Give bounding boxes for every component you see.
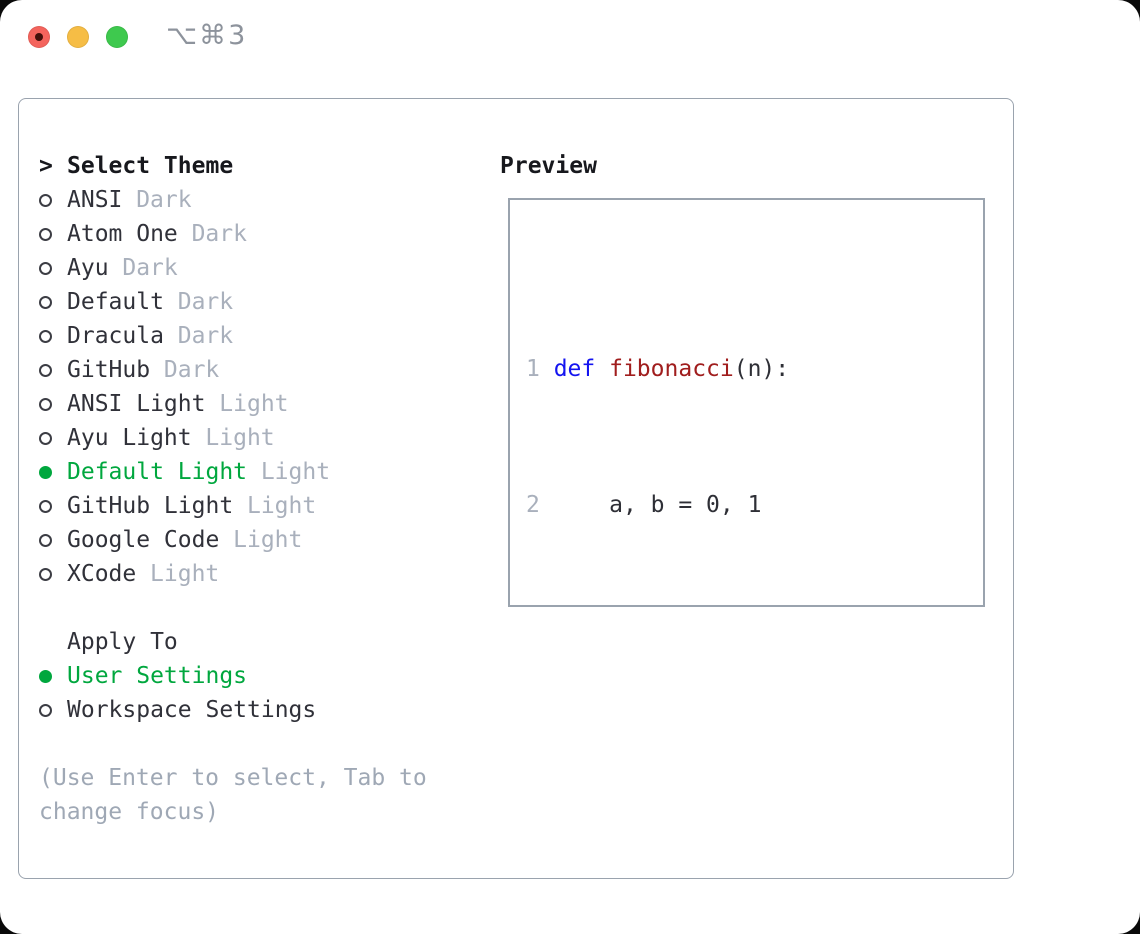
theme-option-dracula-dark[interactable]: Dracula Dark <box>39 319 427 353</box>
radio-icon <box>39 295 52 309</box>
variant-badge: Light <box>246 493 317 519</box>
radio-icon <box>39 261 52 275</box>
apply-option-user-settings[interactable]: User Settings <box>39 659 427 693</box>
theme-option-github-dark[interactable]: GitHub Dark <box>39 353 427 387</box>
theme-option-ayu-dark[interactable]: Ayu Dark <box>39 251 427 285</box>
variant-badge: Light <box>150 561 220 587</box>
radio-icon <box>39 193 52 207</box>
minimize-button[interactable] <box>67 26 89 48</box>
variant-badge: Dark <box>136 187 192 213</box>
menu-gap <box>39 591 427 625</box>
settings-panel: > Select Theme ANSI Dark Atom One Dark A… <box>18 98 1014 879</box>
radio-selected-icon <box>39 669 52 683</box>
menu-gap <box>39 727 427 761</box>
apply-to-label: Apply To <box>67 629 178 655</box>
variant-badge: Light <box>233 527 303 553</box>
focus-caret-icon: > <box>39 153 53 179</box>
radio-icon <box>39 329 52 343</box>
variant-badge: Dark <box>177 289 234 315</box>
help-text-line-2: change focus) <box>39 799 220 825</box>
variant-badge: Light <box>260 459 331 485</box>
code-line: 2 a, b = 0, 1 <box>526 492 762 518</box>
theme-option-default-dark[interactable]: Default Dark <box>39 285 427 319</box>
theme-option-ansi-light[interactable]: ANSI Light Light <box>39 387 427 421</box>
variant-badge: Dark <box>191 221 247 247</box>
theme-menu: > Select Theme ANSI Dark Atom One Dark A… <box>39 149 427 829</box>
theme-option-google-code[interactable]: Google Code Light <box>39 523 427 557</box>
radio-icon <box>39 397 52 411</box>
close-button[interactable] <box>28 26 50 48</box>
menu-title: > Select Theme <box>39 149 427 183</box>
window-shortcut-label: ⌥⌘3 <box>166 20 248 51</box>
radio-selected-icon <box>39 465 52 479</box>
theme-option-github-light[interactable]: GitHub Light Light <box>39 489 427 523</box>
radio-icon <box>39 227 52 241</box>
help-text-line-1: (Use Enter to select, Tab to <box>39 765 427 791</box>
zoom-button[interactable] <box>106 26 128 48</box>
variant-badge: Light <box>219 391 289 417</box>
theme-option-atom-one-dark[interactable]: Atom One Dark <box>39 217 427 251</box>
variant-badge: Light <box>205 425 275 451</box>
apply-to-title: Apply To <box>39 625 427 659</box>
theme-option-ayu-light[interactable]: Ayu Light Light <box>39 421 427 455</box>
theme-option-xcode[interactable]: XCode Light <box>39 557 427 591</box>
radio-icon <box>39 363 52 377</box>
theme-option-default-light[interactable]: Default Light Light <box>39 455 427 489</box>
radio-icon <box>39 431 52 445</box>
theme-option-ansi-dark[interactable]: ANSI Dark <box>39 183 427 217</box>
radio-icon <box>39 499 52 513</box>
radio-icon <box>39 567 52 581</box>
apply-option-workspace-settings[interactable]: Workspace Settings <box>39 693 427 727</box>
variant-badge: Dark <box>177 323 234 349</box>
preview-title: Preview <box>500 153 597 179</box>
menu-title-label: Select Theme <box>67 153 234 179</box>
radio-icon <box>39 703 52 717</box>
variant-badge: Dark <box>122 255 178 281</box>
record-dot-icon <box>35 33 43 41</box>
radio-icon <box>39 533 52 547</box>
variant-badge: Dark <box>163 357 220 383</box>
